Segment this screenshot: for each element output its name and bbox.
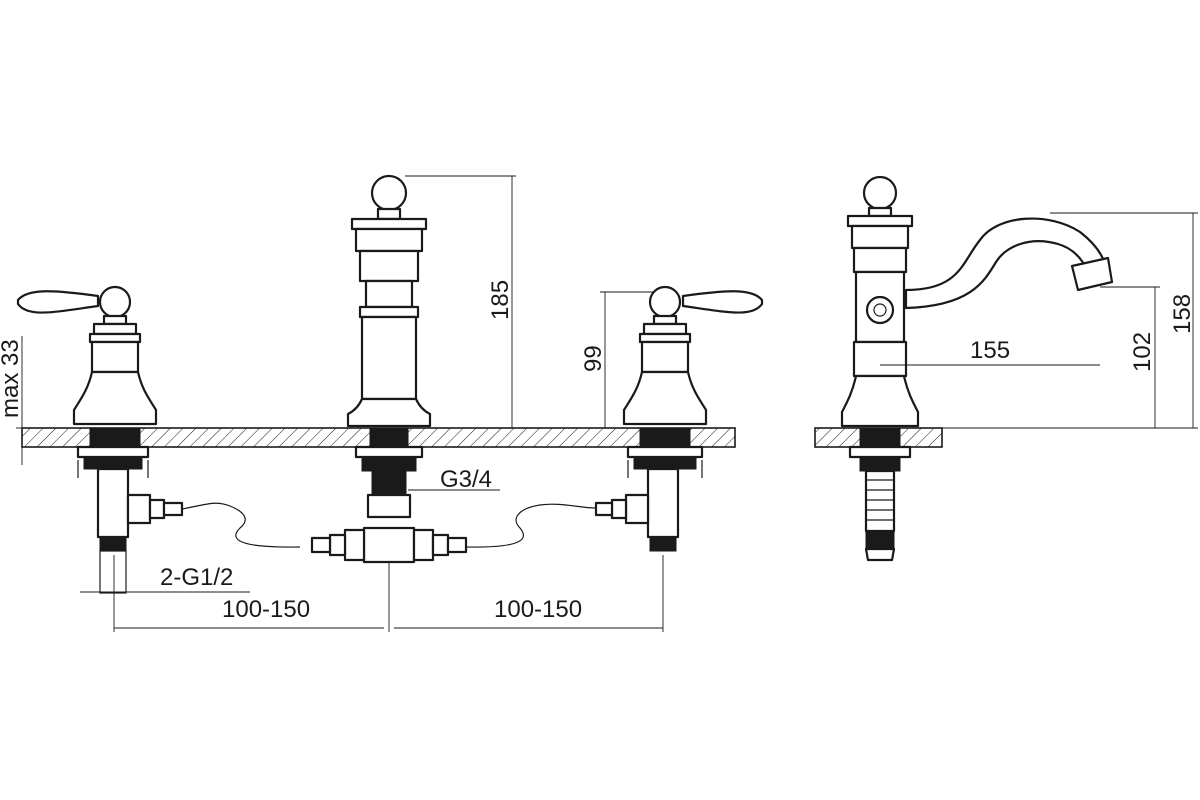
dim-158: 158 (942, 212, 1198, 429)
label-spacing-left: 100-150 (222, 596, 310, 623)
label-max-33: max 33 (0, 339, 24, 418)
label-102: 102 (1129, 332, 1156, 372)
side-view: 155 102 158 (814, 175, 1198, 562)
dim-2g12: 2-G1/2 (80, 564, 250, 593)
label-2g12: 2-G1/2 (160, 564, 233, 591)
dim-102: 102 (1100, 286, 1160, 428)
dim-spacing: 100-150 100-150 (113, 555, 664, 632)
label-g34: G3/4 (440, 466, 492, 493)
dim-max-33: max 33 (0, 336, 30, 465)
dim-g34: G3/4 (408, 466, 500, 493)
label-185: 185 (487, 280, 514, 320)
dim-185: 185 (405, 175, 516, 428)
dim-99: 99 (580, 291, 655, 428)
right-valve (594, 285, 764, 552)
center-spout (310, 174, 597, 564)
side-spout-body (840, 175, 920, 562)
dim-155: 155 (880, 337, 1100, 366)
side-arched-spout (904, 217, 1108, 310)
left-valve (16, 285, 301, 594)
label-155: 155 (970, 337, 1010, 364)
label-spacing-right: 100-150 (494, 596, 582, 623)
front-view: max 33 185 99 G3/4 2-G1/2 (0, 174, 764, 632)
label-158: 158 (1169, 294, 1196, 334)
label-99: 99 (580, 345, 607, 372)
